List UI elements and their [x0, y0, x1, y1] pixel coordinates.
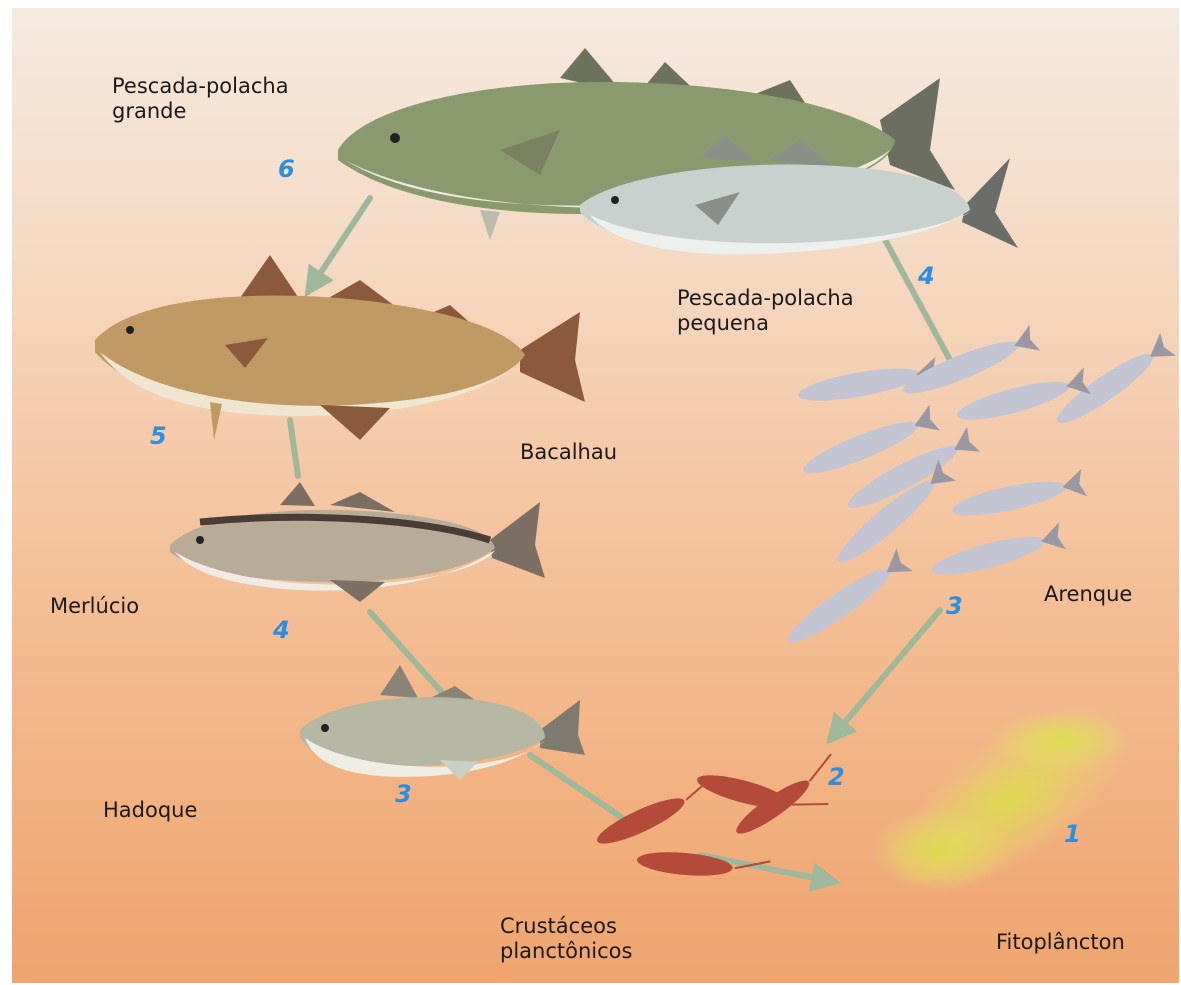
level-merlucio: 4 [273, 616, 290, 644]
level-crustaceos: 2 [828, 763, 845, 791]
arrow-arenque-to-crustaceos [830, 610, 940, 740]
label-fitoplancton: Fitoplâncton [996, 930, 1125, 955]
label-hadoque: Hadoque [103, 798, 197, 823]
crustaceos-illustration [593, 754, 843, 882]
fitoplancton-illustration [861, 671, 1159, 930]
level-bacalhau: 5 [150, 422, 167, 450]
arrow-bacalhau-to-merlucio [290, 420, 298, 476]
level-fitoplancton: 1 [1064, 820, 1081, 848]
label-pescada-pequena: Pescada-polacha pequena [677, 286, 854, 336]
label-crustaceos: Crustáceos planctônicos [500, 914, 632, 964]
level-pescada-grande: 6 [278, 155, 295, 183]
level-pescada-pequena: 4 [918, 262, 935, 290]
merlucio-illustration [170, 482, 545, 602]
label-merlucio: Merlúcio [50, 594, 139, 619]
level-arenque: 3 [946, 592, 963, 620]
arrow-pescada-grande-to-bacalhau [308, 198, 370, 292]
level-hadoque: 3 [395, 780, 412, 808]
label-pescada-grande: Pescada-polacha grande [112, 74, 289, 124]
bacalhau-illustration [95, 255, 585, 440]
label-arenque: Arenque [1044, 582, 1132, 607]
arrow-pescada-pequena-to-arenque [884, 238, 950, 360]
label-bacalhau: Bacalhau [520, 440, 617, 465]
